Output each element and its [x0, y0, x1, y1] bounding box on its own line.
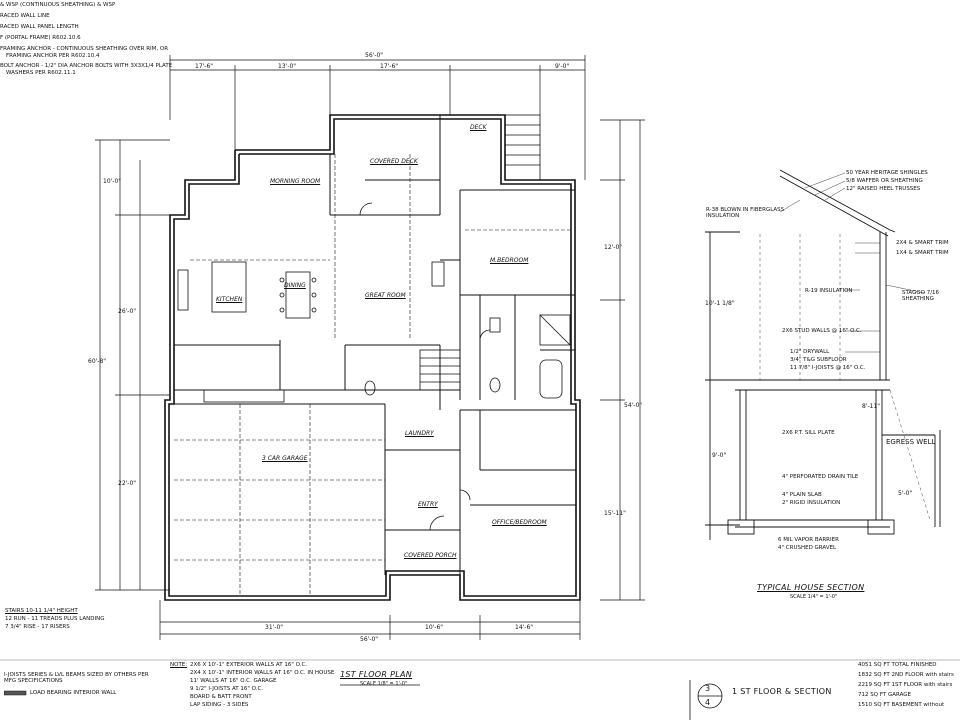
dim-top-left: 17'-6"	[195, 63, 214, 70]
section-note-studs: 2X6 STUD WALLS @ 16" O.C.	[782, 328, 862, 334]
spec-note-4: 9 1/2" I-JOISTS AT 16" O.C.	[190, 686, 264, 692]
section-dim-egress: 5'-0"	[898, 490, 913, 497]
dim-bottom-left: 31'-0"	[265, 624, 284, 631]
dim-right-overall: 54'-0"	[624, 402, 643, 409]
general-note-4: F (PORTAL FRAME) R602.10.6	[0, 35, 81, 41]
section-note-sheathing: 5/8 WAFFER OR SHEATHING	[846, 178, 923, 184]
spec-note-1: 2X6 X 10'-1" EXTERIOR WALLS AT 16" O.C.	[190, 662, 308, 668]
dim-overall-bottom: 56'-0"	[360, 636, 379, 643]
area-garage: 712 SQ FT GARAGE	[858, 692, 912, 698]
section-note-drain: 4" PERFORATED DRAIN TILE	[782, 474, 859, 480]
room-morning-room: MORNING ROOM	[270, 178, 321, 185]
section-note-shingles: 50 YEAR HERITAGE SHINGLES	[846, 170, 928, 176]
room-great-room: GREAT ROOM	[365, 292, 406, 299]
section-note-vapor: 6 MIL VAPOR BARRIER	[778, 537, 839, 543]
general-note-3: RACED WALL PANEL LENGTH	[0, 24, 79, 30]
general-note-1: & WSP (CONTINUOUS SHEATHING) & WSP	[0, 2, 116, 8]
area-2nd: 1832 SQ FT 2ND FLOOR with stairs	[858, 672, 954, 678]
stairs-note-2: 12 RUN - 11 TREADS PLUS LANDING	[5, 616, 105, 622]
dim-top-mid2: 17'-6"	[380, 63, 399, 70]
dim-overall-top: 56'-0"	[365, 52, 384, 59]
spec-note-3: 11' WALLS AT 16" O.C. GARAGE	[190, 678, 277, 684]
section-dim-basement: 8'-11"	[862, 403, 881, 410]
dim-left-a: 10'-0"	[103, 178, 122, 185]
dim-left-b: 26'-0"	[118, 308, 137, 315]
dim-bottom-mid: 10'-6"	[425, 624, 444, 631]
section-note-trusses: 12" RAISED HEEL TRUSSES	[846, 186, 921, 192]
plan-scale: SCALE 1/8" = 1'-0"	[360, 681, 408, 687]
stairs-note-3: 7 3/4" RISE - 17 RISERS	[5, 624, 70, 630]
room-garage: 3 CAR GARAGE	[262, 455, 308, 462]
section-note-ijoists: 11 7/8" I-JOISTS @ 16" O.C.	[790, 365, 866, 371]
section-note-r19: R-19 INSULATION	[805, 288, 853, 294]
section-dim-wall: 10'-1 1/8"	[705, 300, 735, 307]
area-total: 4051 SQ FT TOTAL FINISHED	[858, 662, 937, 668]
section-note-r38: R-38 BLOWN IN FIBERGLASS INSULATION	[706, 207, 785, 219]
sheet-total: 4	[705, 698, 711, 707]
spec-note-2: 2X4 X 10'-1" INTERIOR WALLS AT 16" O.C. …	[190, 670, 335, 676]
section-note-drywall: 1/2" DRYWALL	[790, 349, 830, 355]
sheet-number: 3	[705, 684, 711, 693]
section-note-trim1: 2X4 & SMART TRIM	[896, 240, 949, 246]
section-note-subfloor: 3/4" T&G SUBFLOOR	[790, 357, 847, 363]
dim-right-a: 12'-0"	[604, 244, 623, 251]
spec-note-label: NOTE:	[170, 662, 188, 668]
room-m-bedroom: M.BEDROOM	[490, 257, 529, 264]
room-office: OFFICE/BEDROOM	[492, 519, 547, 526]
room-laundry: LAUNDRY	[405, 430, 434, 437]
general-note-8: WASHERS PER R602.11.1	[6, 70, 76, 76]
dim-right-b: 15'-11"	[604, 510, 626, 517]
room-dining: DINING	[284, 282, 306, 289]
joists-note: I-JOISTS SERIES & LVL BEAMS SIZED BY OTH…	[4, 672, 149, 684]
bearing-note: LOAD BEARING INTERIOR WALL	[30, 690, 117, 696]
egress-well-label: EGRESS WELL	[886, 438, 936, 446]
section-note-slab: 4" PLAIN SLAB	[782, 492, 822, 498]
dim-left-c: 22'-0"	[118, 480, 137, 487]
general-note-6: FRAMING ANCHOR PER R602.10.4	[6, 53, 100, 59]
section-note-gravel: 4" CRUSHED GRAVEL	[778, 545, 837, 551]
section-note-trim2: 1X4 & SMART TRIM	[896, 250, 949, 256]
bearing-wall-symbol	[4, 690, 27, 696]
room-kitchen: KITCHEN	[216, 296, 243, 303]
dim-bottom-right: 14'-6"	[515, 624, 534, 631]
spec-note-6: LAP SIDING - 3 SIDES	[190, 702, 249, 708]
room-covered-deck: COVERED DECK	[370, 158, 418, 165]
plan-title: 1ST FLOOR PLAN	[340, 670, 413, 679]
section-note-rigid: 2" RIGID INSULATION	[782, 500, 841, 506]
dim-top-right: 9'-0"	[555, 63, 570, 70]
section-note-sill: 2X6 P.T. SILL PLATE	[782, 430, 835, 436]
dim-top-mid: 13'-0"	[278, 63, 297, 70]
general-note-7: BOLT ANCHOR - 1/2" DIA ANCHOR BOLTS WITH…	[0, 63, 173, 69]
area-1st: 2219 SQ FT 1ST FLOOR with stairs	[858, 682, 953, 688]
room-deck: DECK	[470, 124, 487, 131]
dim-left-overall: 60'-8"	[88, 358, 107, 365]
section-title: TYPICAL HOUSE SECTION	[757, 583, 865, 592]
room-entry: ENTRY	[418, 501, 438, 508]
area-basement: 1510 SQ FT BASEMENT without	[858, 702, 945, 708]
general-note-2: RACED WALL LINE	[0, 13, 50, 19]
room-covered-porch: COVERED PORCH	[404, 552, 457, 559]
stairs-note-1: STAIRS 10-11 1/4" HEIGHT	[5, 608, 78, 614]
sheet-title: 1 ST FLOOR & SECTION	[732, 687, 832, 696]
section-note-stucco: STAGGO 7/16 SHEATHING	[902, 290, 940, 302]
general-note-5: FRAMING ANCHOR - CONTINUOUS SHEATHING OV…	[0, 46, 169, 52]
spec-note-5: BOARD & BATT FRONT	[190, 694, 252, 700]
section-scale: SCALE 1/4" = 1'-0"	[790, 594, 838, 600]
section-dim-foundation: 9'-0"	[712, 452, 727, 459]
